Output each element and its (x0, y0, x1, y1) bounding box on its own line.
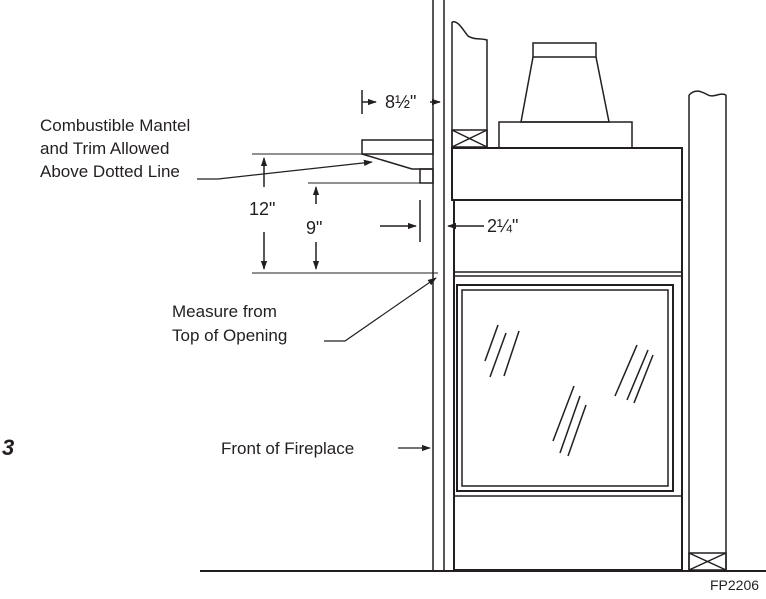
dim-mantel-depth: 8½" (361, 90, 441, 114)
dim-mantel-depth-value: 8½" (385, 92, 416, 112)
vent-collar (498, 42, 633, 149)
dim-offset-value: 2¼" (487, 216, 518, 236)
combustible-label-line1: Combustible Mantel (40, 116, 190, 135)
callout-combustible-mantel: Combustible Mantel and Trim Allowed Abov… (40, 116, 373, 181)
combustible-label-line2: and Trim Allowed (40, 139, 169, 158)
measure-label-line2: Top of Opening (172, 326, 287, 345)
front-of-fireplace-label: Front of Fireplace (221, 439, 354, 458)
combustible-label-line3: Above Dotted Line (40, 162, 180, 181)
glass-door (456, 284, 674, 492)
dim-height-12-value: 12" (249, 199, 275, 219)
dim-height-9: 9" (306, 182, 420, 270)
framing-stud-right (688, 90, 727, 571)
glass-reflection-marks (484, 324, 654, 457)
wall (432, 0, 445, 571)
mantel-shelf (361, 139, 434, 184)
measure-label-line1: Measure from (172, 302, 277, 321)
callout-front-of-fireplace: Front of Fireplace (221, 439, 431, 458)
dim-height-9-value: 9" (306, 218, 322, 238)
figure-number: 3 (2, 435, 14, 460)
framing-stud-upper (451, 21, 488, 148)
fireplace-body (451, 147, 683, 571)
drawing-code: FP2206 (710, 577, 759, 593)
dim-height-12: 12" (249, 153, 438, 274)
dim-offset: 2¼" (380, 200, 518, 242)
callout-measure-from-top: Measure from Top of Opening (172, 277, 437, 345)
